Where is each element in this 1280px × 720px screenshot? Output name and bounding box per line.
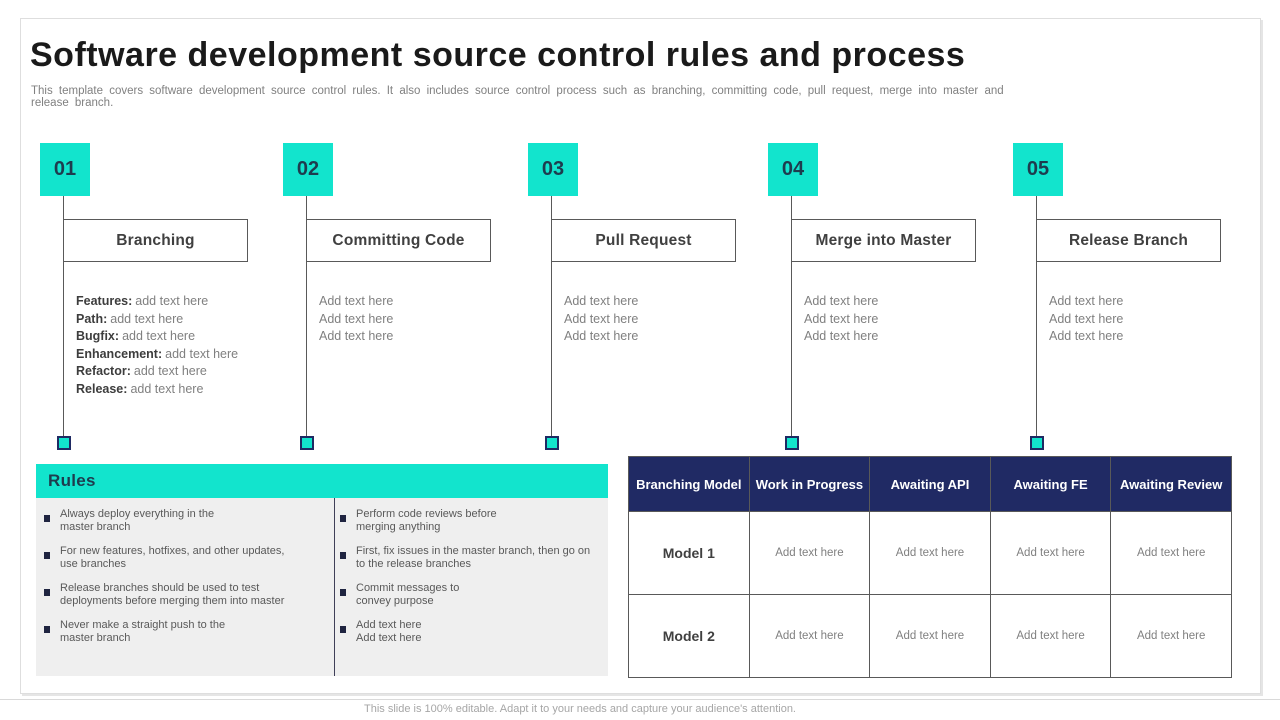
footer-divider-line [0,699,1280,700]
step-number-badge: 04 [768,143,818,196]
detail-line[interactable]: Bugfix:add text here [76,329,196,343]
slide-border-frame [20,18,1261,694]
step-number-badge: 02 [283,143,333,196]
row-label-cell: Model 2 [628,594,750,678]
table-cell[interactable]: Add text here [748,511,871,595]
step-number-badge: 01 [40,143,90,196]
detail-line[interactable]: Add text here [1049,294,1124,308]
connector-endpoint-square [545,436,559,450]
detail-line[interactable]: Add text here [804,329,879,343]
connector-line [1036,262,1037,437]
step-label-box: Merge into Master [791,219,976,262]
table-header-cell: Work in Progress [748,456,871,512]
detail-line[interactable]: Add text here [319,294,394,308]
step-label-box: Committing Code [306,219,491,262]
step-label-box: Branching [63,219,248,262]
bullet-square-icon [44,626,50,633]
page-subtitle: This template covers software developmen… [31,85,1004,109]
detail-line[interactable]: Add text here [564,294,639,308]
process-step-branching: 01 Branching Features:add text here Path… [40,143,272,455]
table-cell[interactable]: Add text here [1110,594,1232,678]
page-title: Software development source control rule… [30,36,966,74]
table-cell[interactable]: Add text here [869,511,991,595]
bullet-square-icon [340,626,346,633]
detail-line[interactable]: Add text here [804,311,879,326]
connector-line [63,262,64,437]
connector-line [551,262,552,437]
bullet-square-icon [44,589,50,596]
detail-line[interactable]: Add text here [1049,329,1124,343]
table-header-row: Branching Model Work in Progress Awaitin… [628,456,1232,512]
step-number-badge: 03 [528,143,578,196]
process-step-merge-into-master: 04 Merge into Master Add text here Add t… [768,143,1000,455]
connector-line [306,262,307,437]
process-step-committing-code: 02 Committing Code Add text here Add tex… [283,143,515,455]
row-label-cell: Model 1 [628,511,750,595]
bullet-square-icon [44,552,50,559]
table-row: Model 2 Add text here Add text here Add … [628,594,1232,678]
step-number-badge: 05 [1013,143,1063,196]
rule-item: First, fix issues in the master branch, … [340,545,602,571]
connector-endpoint-square [57,436,71,450]
bullet-square-icon [44,515,50,522]
detail-line[interactable]: Path:add text here [76,311,184,326]
step-details: Features:add text here Path:add text her… [76,293,272,398]
detail-line[interactable]: Add text here [319,329,394,343]
rule-item: For new features, hotfixes, and other up… [44,545,326,571]
connector-line [306,196,307,219]
table-row: Model 1 Add text here Add text here Add … [628,511,1232,595]
table-cell[interactable]: Add text here [989,594,1112,678]
detail-line[interactable]: Features:add text here [76,294,209,308]
connector-line [791,196,792,219]
detail-line[interactable]: Add text here [804,294,879,308]
detail-line[interactable]: Add text here [319,311,394,326]
detail-line[interactable]: Enhancement:add text here [76,346,239,361]
connector-line [791,262,792,437]
detail-line[interactable]: Add text here [564,329,639,343]
bullet-square-icon [340,552,346,559]
detail-line[interactable]: Release:add text here [76,381,204,396]
table-cell[interactable]: Add text here [989,511,1112,595]
connector-line [551,196,552,219]
step-details: Add text here Add text here Add text her… [804,293,1000,346]
step-label-box: Release Branch [1036,219,1221,262]
table-header-cell: Awaiting FE [989,456,1112,512]
bullet-square-icon [340,515,346,522]
table-header-cell: Awaiting API [869,456,991,512]
detail-line[interactable]: Refactor:add text here [76,364,207,378]
table-header-cell: Branching Model [628,456,750,512]
connector-line [63,196,64,219]
connector-endpoint-square [1030,436,1044,450]
connector-endpoint-square [300,436,314,450]
process-step-pull-request: 03 Pull Request Add text here Add text h… [528,143,760,455]
connector-endpoint-square [785,436,799,450]
bullet-square-icon [340,589,346,596]
rules-column-divider [334,498,335,676]
footer-note: This slide is 100% editable. Adapt it to… [364,703,796,715]
rules-title: Rules [48,471,96,490]
table-cell[interactable]: Add text here [748,594,871,678]
rules-header-bar: Rules [36,464,608,498]
table-cell[interactable]: Add text here [869,594,991,678]
branching-model-table: Branching Model Work in Progress Awaitin… [628,456,1232,678]
step-label-box: Pull Request [551,219,736,262]
table-header-cell: Awaiting Review [1110,456,1232,512]
connector-line [1036,196,1037,219]
process-step-release-branch: 05 Release Branch Add text here Add text… [1013,143,1245,455]
table-cell[interactable]: Add text here [1110,511,1232,595]
detail-line[interactable]: Add text here [564,311,639,326]
detail-line[interactable]: Add text here [1049,311,1124,326]
step-details: Add text here Add text here Add text her… [1049,293,1245,346]
step-details: Add text here Add text here Add text her… [564,293,760,346]
step-details: Add text here Add text here Add text her… [319,293,515,346]
